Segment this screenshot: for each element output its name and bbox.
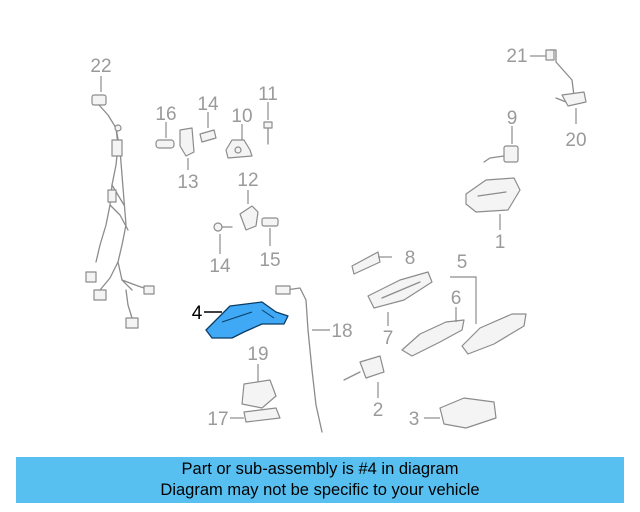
part-3-latch-assembly[interactable]	[439, 397, 497, 429]
callout-7: 7	[383, 328, 394, 349]
info-banner: Part or sub-assembly is #4 in diagram Di…	[16, 457, 624, 503]
callout-22: 22	[90, 56, 111, 77]
callout-3: 3	[409, 409, 420, 430]
part-20-switch[interactable]	[561, 91, 587, 107]
part-19-actuator[interactable]	[241, 379, 277, 409]
part-12-latch[interactable]	[239, 205, 259, 231]
part-11-screw[interactable]	[263, 121, 273, 145]
callout-8: 8	[405, 248, 416, 269]
part-6-trim[interactable]	[401, 319, 465, 357]
leader-lines	[100, 55, 577, 419]
callout-18: 18	[331, 321, 352, 342]
parts-diagram: 22 21 20 16 14 10 11 13 9 12 1 14 15 8 5…	[85, 46, 587, 433]
callout-2: 2	[373, 400, 384, 421]
part-7-inner-handle[interactable]	[367, 271, 433, 309]
part-13-bracket[interactable]	[179, 127, 195, 157]
callout-12: 12	[237, 170, 258, 191]
callout-19: 19	[247, 344, 268, 365]
part-8-escutcheon[interactable]	[351, 251, 381, 275]
callout-1: 1	[495, 232, 506, 253]
callout-20: 20	[565, 130, 586, 151]
callout-labels: 22 21 20 16 14 10 11 13 9 12 1 14 15 8 5…	[90, 46, 586, 430]
part-22-wiring-harness[interactable]	[85, 94, 155, 329]
part-4-body	[205, 301, 289, 339]
callout-5: 5	[457, 252, 468, 273]
callout-14-lower: 14	[209, 256, 231, 277]
part-9-sensor[interactable]	[483, 145, 519, 163]
callout-10: 10	[231, 106, 252, 127]
callout-16: 16	[155, 104, 176, 125]
callout-14-upper: 14	[197, 94, 219, 115]
part-17-rod[interactable]	[243, 407, 281, 423]
callout-6: 6	[451, 288, 462, 309]
callout-4-highlighted: 4	[192, 303, 203, 324]
part-10-bracket[interactable]	[225, 139, 253, 159]
part-5-handle-trim[interactable]	[461, 313, 527, 355]
part-14-pin-lower[interactable]	[213, 222, 233, 232]
banner-line-2: Diagram may not be specific to your vehi…	[160, 481, 480, 499]
part-14-clip-upper[interactable]	[199, 129, 217, 143]
part-2-lock-cylinder[interactable]	[343, 355, 385, 381]
callout-15: 15	[259, 250, 280, 271]
callout-21: 21	[506, 46, 527, 67]
banner-line-1: Part or sub-assembly is #4 in diagram	[181, 460, 459, 478]
part-4-bracket-highlighted[interactable]	[205, 301, 289, 339]
part-16-plug[interactable]	[155, 139, 175, 149]
part-1-handle[interactable]	[465, 177, 521, 213]
callout-13: 13	[177, 172, 198, 193]
callout-17: 17	[207, 409, 228, 430]
callout-9: 9	[507, 108, 518, 129]
callout-11: 11	[258, 84, 278, 105]
part-18-cable[interactable]	[275, 285, 323, 433]
part-15-plug[interactable]	[261, 217, 279, 227]
